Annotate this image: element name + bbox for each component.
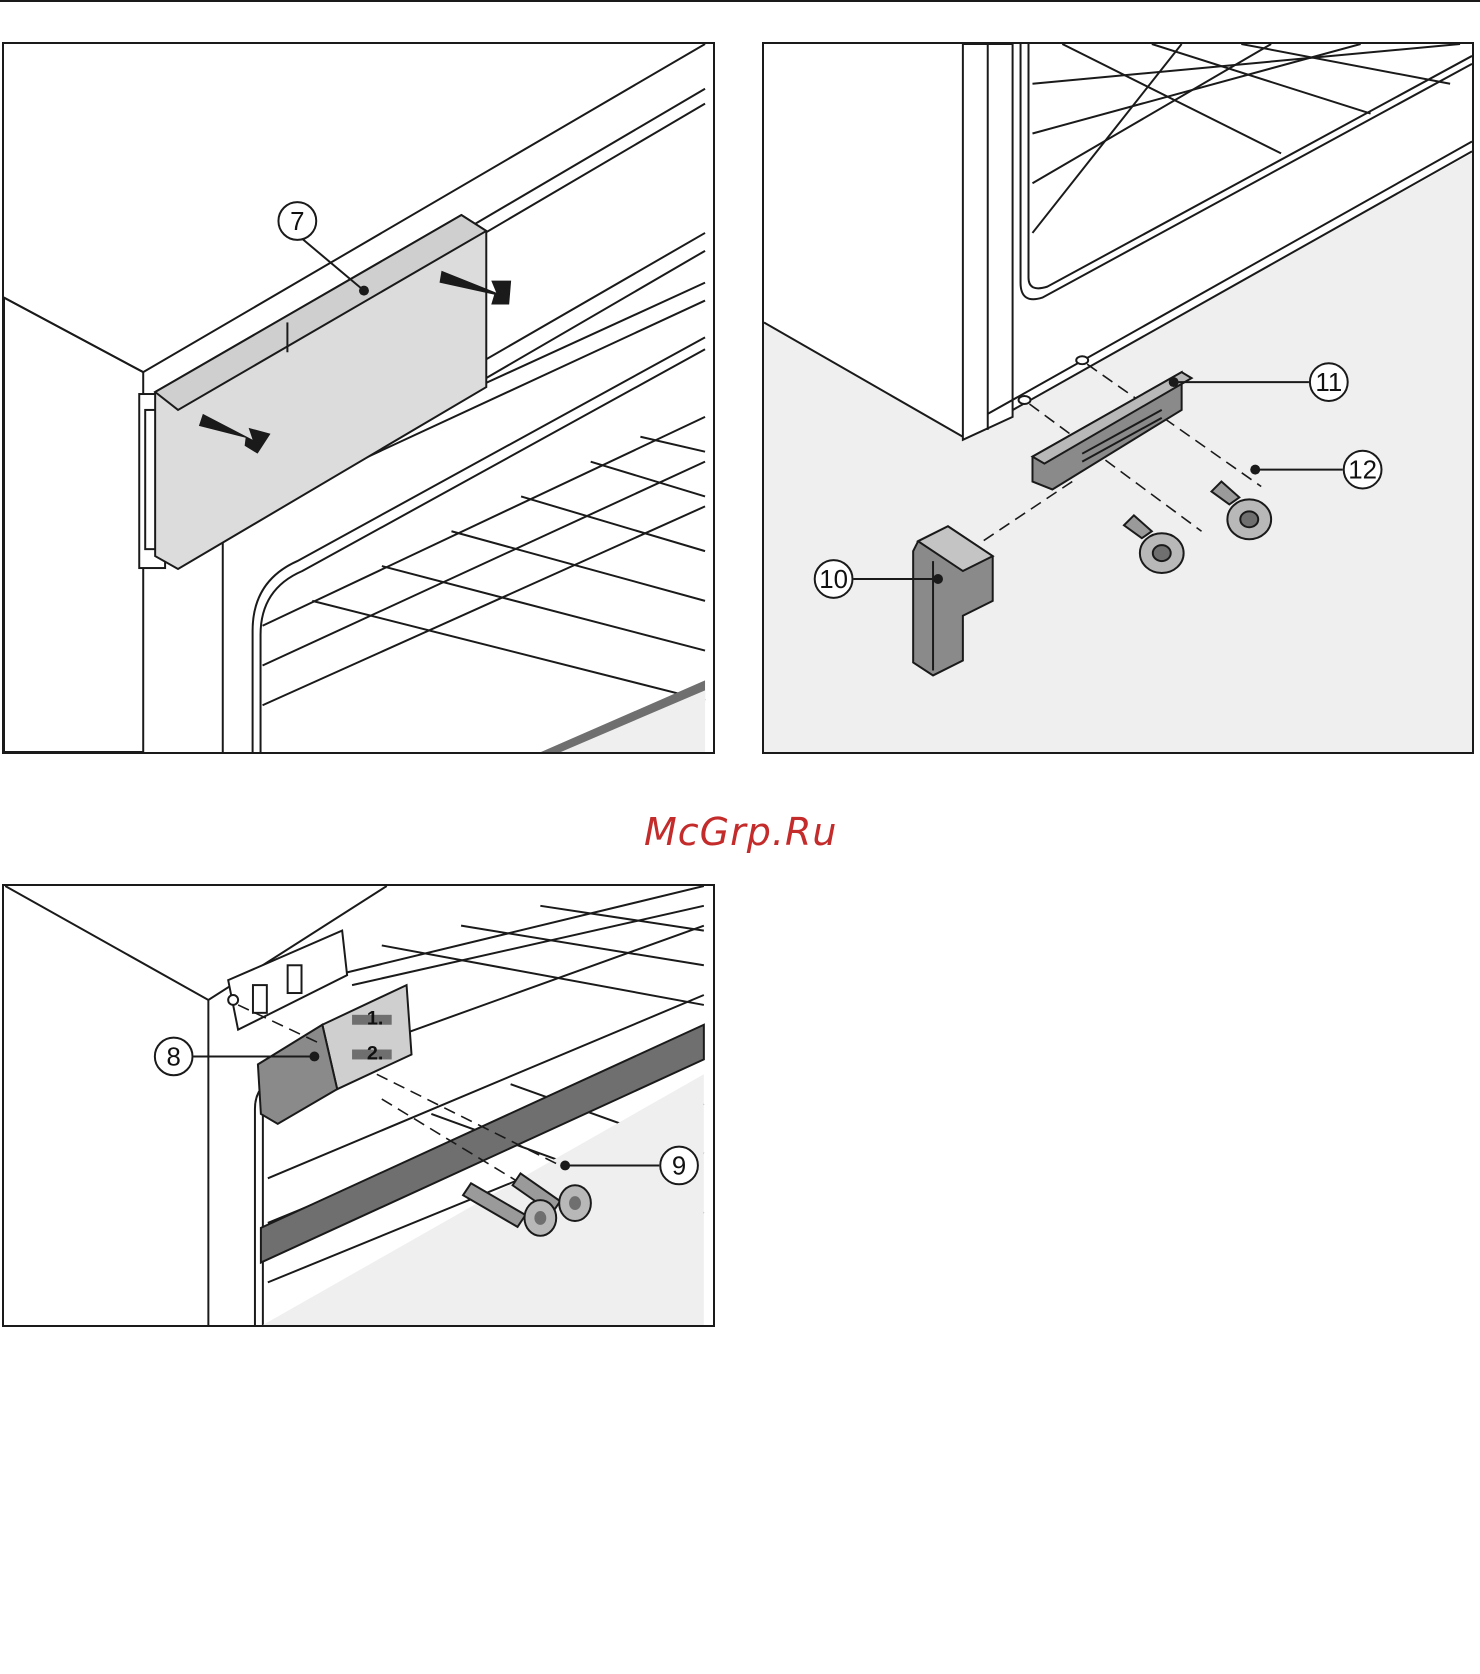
callout-label-10: 10	[819, 566, 848, 594]
hinge-mount	[228, 931, 347, 1030]
diagram-panel-cover-removal: 7	[2, 42, 715, 754]
callout-label-8: 8	[167, 1043, 181, 1071]
bracket-label-step-1: 1.	[367, 1008, 384, 1030]
callout-leader-7	[302, 239, 364, 291]
floor-hole	[1019, 396, 1031, 404]
door-opening-frame-inner	[263, 1089, 283, 1325]
callout-dot-8	[309, 1051, 319, 1061]
bracket-label-step-2: 2.	[367, 1042, 384, 1064]
callout-dot-7	[359, 286, 369, 296]
callout-dot-10	[933, 574, 943, 584]
cover-removal-illustration: 7	[4, 44, 713, 752]
callout-dot-11	[1169, 377, 1179, 387]
callout-label-11: 11	[1315, 369, 1342, 397]
callout-dot-12	[1250, 465, 1260, 475]
floor-bracket-illustration: 11 12 10	[764, 44, 1472, 752]
callout-label-7: 7	[290, 208, 304, 236]
cabinet-side	[4, 298, 143, 752]
diagram-panel-floor-bracket: 11 12 10	[762, 42, 1474, 754]
callout-label-12: 12	[1348, 457, 1377, 485]
hinge-bracket-illustration: 1. 2. 8 9	[4, 886, 713, 1325]
callout-label-9: 9	[672, 1152, 686, 1180]
callout-dot-9	[560, 1160, 570, 1170]
diagram-panel-hinge-bracket: 1. 2. 8 9	[2, 884, 715, 1327]
cabinet-side	[5, 886, 208, 1325]
floor-hole	[1076, 356, 1088, 364]
watermark: McGrp.Ru	[644, 810, 837, 854]
top-rule	[0, 0, 1480, 2]
